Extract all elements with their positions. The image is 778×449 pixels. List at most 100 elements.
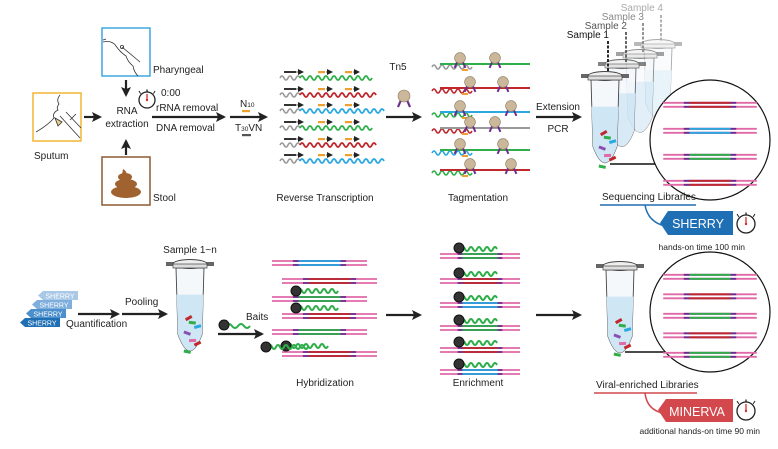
tn5-body (497, 76, 509, 88)
bait-bead (453, 336, 465, 348)
pharyngeal-frame (101, 27, 151, 77)
dna-fragment-icon (613, 352, 621, 357)
bait-probe (297, 305, 339, 311)
tn5-body (489, 52, 501, 64)
dna-fragment-icon (598, 164, 606, 169)
tube-tab (598, 62, 606, 66)
pharyngeal-label: Pharyngeal (153, 65, 204, 76)
tn5-body (397, 89, 411, 103)
viral-libraries-label: Viral-enriched Libraries (596, 380, 699, 391)
zoom-circle (649, 79, 771, 201)
tube-tab (638, 62, 646, 66)
tn5-body (497, 138, 509, 150)
library-fragment (440, 358, 520, 375)
tube-tab (206, 262, 214, 266)
rna-host-segment (279, 92, 301, 98)
tube-rim (172, 263, 208, 269)
dna-fragment-icon (614, 318, 623, 325)
sequencing-libraries-label: Sequencing Libraries (602, 192, 696, 203)
dna-fragment-icon (623, 327, 632, 333)
n10-primer (345, 104, 352, 107)
bait-bead (260, 341, 272, 353)
dna-fragment-icon (608, 139, 617, 145)
tube-tab (596, 264, 604, 268)
tn5-body (454, 100, 466, 112)
tube-cap (640, 39, 676, 49)
sherry-time-label: hands-on time 100 min (659, 242, 746, 252)
pcr-label: PCR (547, 124, 568, 135)
sherry-library-tag: SHERRY (20, 318, 60, 328)
hybridization-strands (260, 260, 377, 357)
tube-liquid (591, 106, 619, 163)
n10-primer (318, 154, 325, 157)
library-fragment (280, 340, 377, 357)
rna-cdna-hybrid (279, 119, 373, 131)
sherry-library-tag: SHERRY (38, 291, 78, 301)
sherry-library-tag: SHERRY (26, 309, 66, 319)
library-fragment (663, 273, 757, 280)
quantification-label: Quantification (66, 319, 127, 330)
tagmentation-label: Tagmentation (448, 193, 508, 204)
rna-cdna-hybrid (279, 152, 385, 164)
n10-primer (345, 121, 352, 124)
minerva-tag (658, 399, 733, 422)
rna-target-segment (299, 142, 377, 148)
library-fragment (272, 260, 367, 266)
tube-rim (587, 75, 623, 81)
library-fragment (282, 278, 377, 284)
timer-text: 0:00 (161, 88, 181, 99)
tube-rim (602, 265, 638, 271)
tube-tab (674, 42, 682, 46)
library-fragment (663, 332, 757, 339)
tube-tab (656, 52, 664, 56)
n10-primer (318, 138, 325, 141)
stopwatch-center (744, 222, 748, 226)
bait-bead (453, 314, 465, 326)
stool-icon (111, 169, 141, 198)
stopwatch-button (152, 90, 156, 94)
bait-bead (453, 242, 465, 254)
tube-tab (581, 74, 589, 78)
tagmented-fragment (431, 116, 530, 135)
bait-icon (218, 319, 251, 331)
hybridization-label: Hybridization (296, 378, 354, 389)
tube-tab (621, 74, 629, 78)
tube-tab (616, 52, 624, 56)
viral-library-zoom-circle (625, 251, 771, 373)
library-fragment (663, 351, 757, 358)
bait-probe (460, 340, 498, 346)
sherry-tag-label: SHERRY (33, 312, 62, 319)
rna-target-segment (299, 108, 385, 114)
sherry-tag-shape (26, 309, 66, 318)
sputum-icon (35, 94, 82, 139)
bait-probe (460, 271, 498, 277)
n10-primer-icon (242, 110, 250, 113)
stool-label: Stool (153, 193, 176, 204)
dna-fragment-icon (613, 333, 622, 339)
stopwatch-icon (138, 89, 156, 109)
primer (462, 93, 468, 95)
sample-2-label: Sample 2 (585, 21, 628, 32)
rna-cdna-hybrid (279, 136, 377, 148)
sherry-tag-shape (32, 300, 72, 309)
tagmented-fragment (431, 76, 530, 95)
sherry-tag (660, 211, 733, 235)
reverse-transcription-label: Reverse Transcription (276, 193, 373, 204)
dna-fragment-icon (604, 153, 612, 158)
tube (596, 261, 644, 354)
stopwatch-center (145, 98, 149, 102)
library-fragment (282, 302, 377, 319)
dna-removal-label: DNA removal (156, 123, 215, 134)
tn5-body (454, 138, 466, 150)
bait-bead (453, 358, 465, 370)
tagmented-fragment (431, 52, 530, 71)
primer (462, 155, 468, 157)
n10-primer (345, 138, 352, 141)
tagmented-fragment (431, 158, 530, 177)
pharyngeal-sample: Pharyngeal (101, 27, 204, 77)
rna-cdna-hybrid (279, 86, 377, 98)
stopwatch-button (736, 400, 740, 405)
sample-tubes (581, 15, 682, 169)
tn5-body (505, 100, 517, 112)
rna-host-segment (279, 108, 301, 114)
